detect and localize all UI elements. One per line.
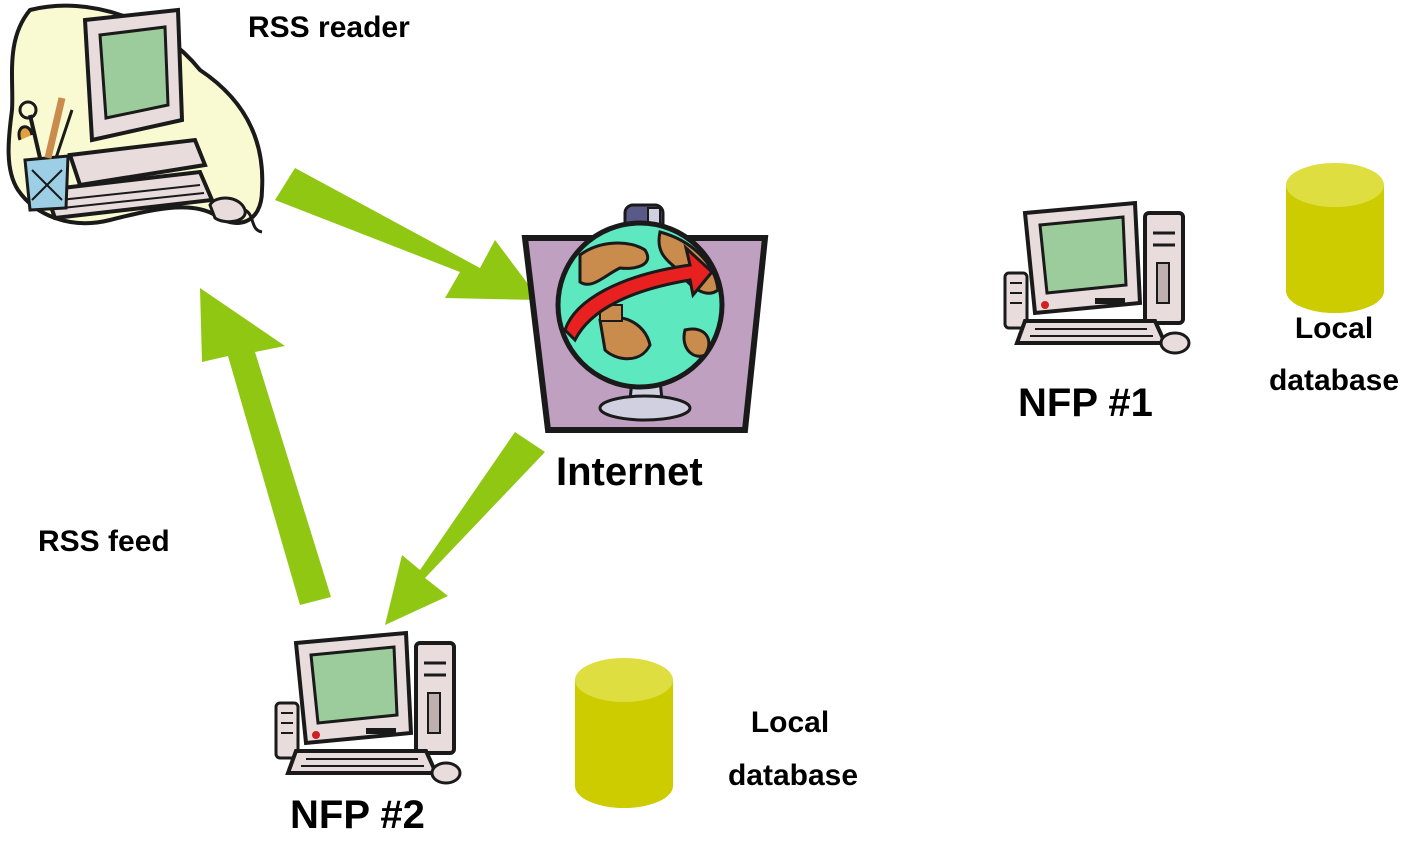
rss-reader-label: RSS reader (248, 11, 410, 44)
database-cylinder-icon (1286, 163, 1384, 313)
arrow-nfp2-to-reader (200, 288, 331, 605)
nfp2-label: NFP #2 (290, 793, 425, 837)
globe-icon (521, 203, 769, 433)
arrow-internet-to-nfp2 (385, 432, 545, 625)
internet-label: Internet (556, 450, 703, 494)
nfp1-database-label-line1: Local (1294, 312, 1374, 345)
desktop-computer-clipart-icon (6, 3, 265, 234)
database-cylinder-icon (575, 658, 673, 808)
rss-feed-label: RSS feed (38, 525, 170, 558)
nfp2-database-label-line2: database (727, 759, 859, 792)
nfp2-database-label-line1: Local (750, 706, 830, 739)
nfp1-database-label-line2: database (1268, 364, 1400, 397)
arrow-reader-to-internet (275, 168, 540, 300)
desktop-tower-computer-icon (1003, 201, 1191, 355)
nfp1-label: NFP #1 (1018, 381, 1153, 425)
desktop-tower-computer-icon (274, 631, 462, 785)
